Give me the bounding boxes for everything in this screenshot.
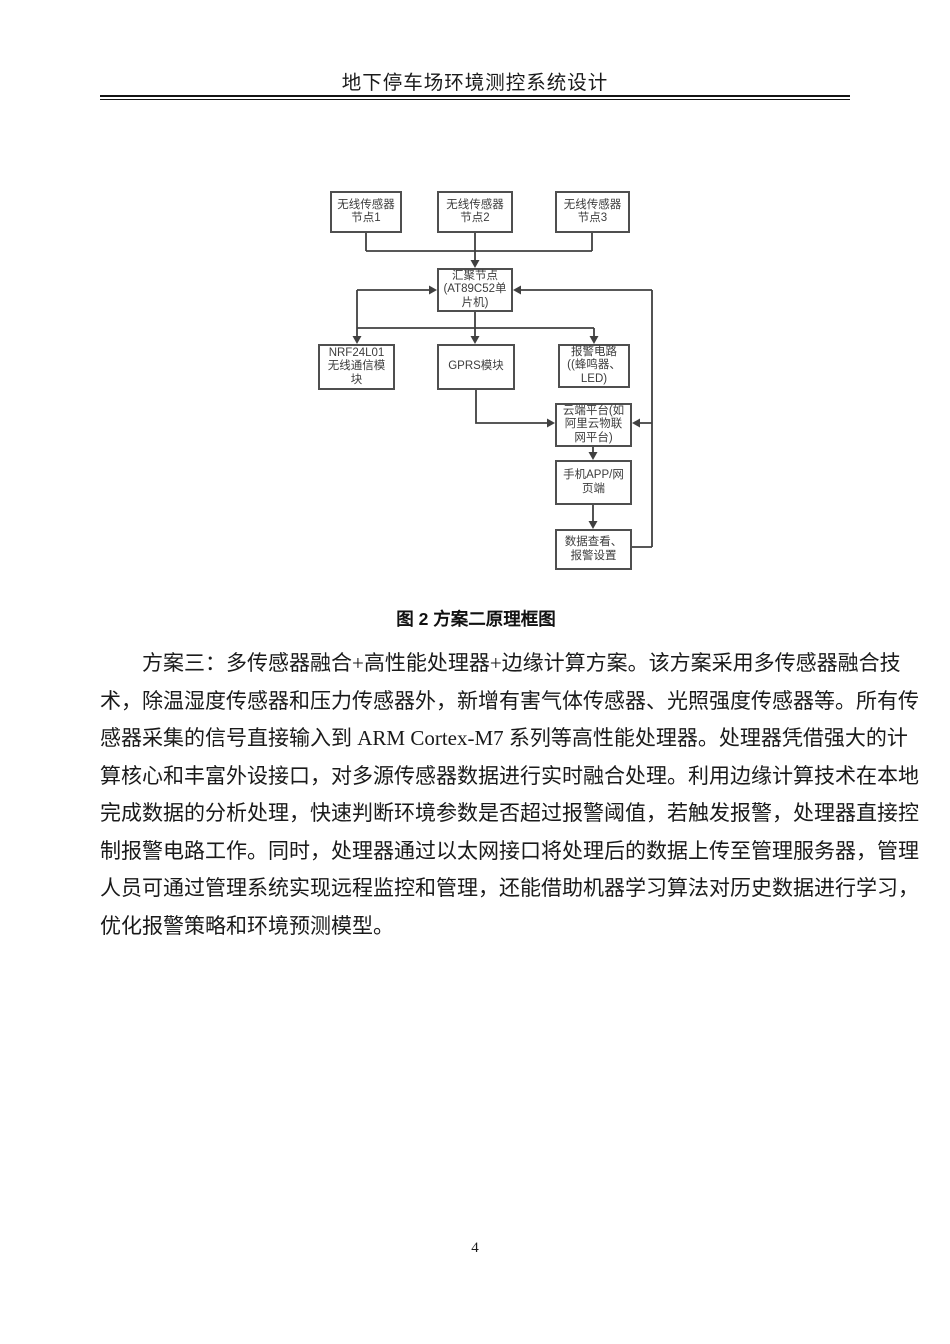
figure-caption: 图 2 方案二原理框图 <box>396 609 556 629</box>
node-alarm-circuit: 报警电路 ((蜂鸣器、 LED) <box>558 344 630 388</box>
node-text-line: 网平台) <box>574 431 613 444</box>
node-text-line: 无线通信模 <box>327 360 386 373</box>
node-text-line: LED) <box>580 372 608 385</box>
node-mobile-app-web: 手机APP/网 页端 <box>555 460 632 505</box>
node-text-line: NRF24L01 <box>328 346 385 359</box>
paragraph-line: 制报警电路工作。同时，处理器通过以太网接口将处理后的数据上传至管理服务器，管理 <box>100 838 919 863</box>
node-cloud-platform: 云端平台(如 阿里云物联 网平台) <box>555 403 632 447</box>
body-paragraph: 方案三：多传感器融合+高性能处理器+边缘计算方案。该方案采用多传感器融合技 术，… <box>100 645 919 945</box>
node-text-line: 节点2 <box>460 212 490 224</box>
node-wireless-sensor-2: 无线传感器 节点2 <box>437 191 513 233</box>
node-text-line: 节点3 <box>577 212 608 224</box>
node-text-line: 汇聚节点 <box>452 269 498 282</box>
node-text-line: 节点1 <box>351 212 381 224</box>
node-text-line: 片机) <box>461 296 489 309</box>
paragraph-line: 方案三：多传感器融合+高性能处理器+边缘计算方案。该方案采用多传感器融合技 <box>142 651 901 675</box>
paragraph-line: 优化报警策略和环境预测模型。 <box>100 913 394 938</box>
node-text-line: GPRS模块 <box>448 360 504 373</box>
page-header-title: 地下停车场环境测控系统设计 <box>341 73 609 94</box>
paragraph-line: 完成数据的分析处理，快速判断环境参数是否超过报警阈值，若触发报警，处理器直接控 <box>100 801 919 825</box>
node-text-line: (AT89C52单 <box>443 283 507 296</box>
page-number: 4 <box>471 1240 479 1256</box>
node-gprs-module: GPRS模块 <box>437 344 515 390</box>
paragraph-line: 术，除温湿度传感器和压力传感器外，新增有害气体传感器、光照强度传感器等。所有传 <box>100 688 919 713</box>
node-text-line: 页端 <box>582 482 605 495</box>
node-text-line: 云端平台(如 <box>562 404 625 417</box>
node-text-line: 报警设置 <box>570 549 617 562</box>
node-wireless-sensor-3: 无线传感器 节点3 <box>555 191 630 233</box>
node-text-line: 无线传感器 <box>563 198 622 211</box>
paragraph-line: 人员可通过管理系统实现远程监控和管理，还能借助机器学习算法对历史数据进行学习， <box>100 876 919 900</box>
node-text-line: 手机APP/网 <box>563 469 624 481</box>
node-text-line: 块 <box>350 373 363 386</box>
connector-arrowheads <box>352 260 640 529</box>
node-text-line: 数据查看、 <box>564 536 623 548</box>
node-sink-node: 汇聚节点 (AT89C52单 片机) <box>437 268 513 312</box>
node-wireless-sensor-1: 无线传感器 节点1 <box>330 191 402 233</box>
node-text-line: 报警电路 <box>571 345 617 358</box>
node-nrf24l01-module: NRF24L01 无线通信模 块 <box>318 344 395 390</box>
node-text-line: 无线传感器 <box>446 198 504 211</box>
header-divider-line <box>100 95 850 100</box>
node-data-view-alarm-settings: 数据查看、 报警设置 <box>555 529 632 570</box>
node-text-line: 阿里云物联 <box>564 418 623 431</box>
node-text-line: ((蜂鸣器、 <box>567 359 621 372</box>
node-text-line: 无线传感器 <box>337 198 395 211</box>
paragraph-line: 感器采集的信号直接输入到 ARM Cortex-M7 系列等高性能处理器。处理器… <box>100 726 908 750</box>
paragraph-line: 算核心和丰富外设接口，对多源传感器数据进行实时融合处理。利用边缘计算技术在本地 <box>100 763 919 788</box>
connector-lines <box>356 233 653 548</box>
